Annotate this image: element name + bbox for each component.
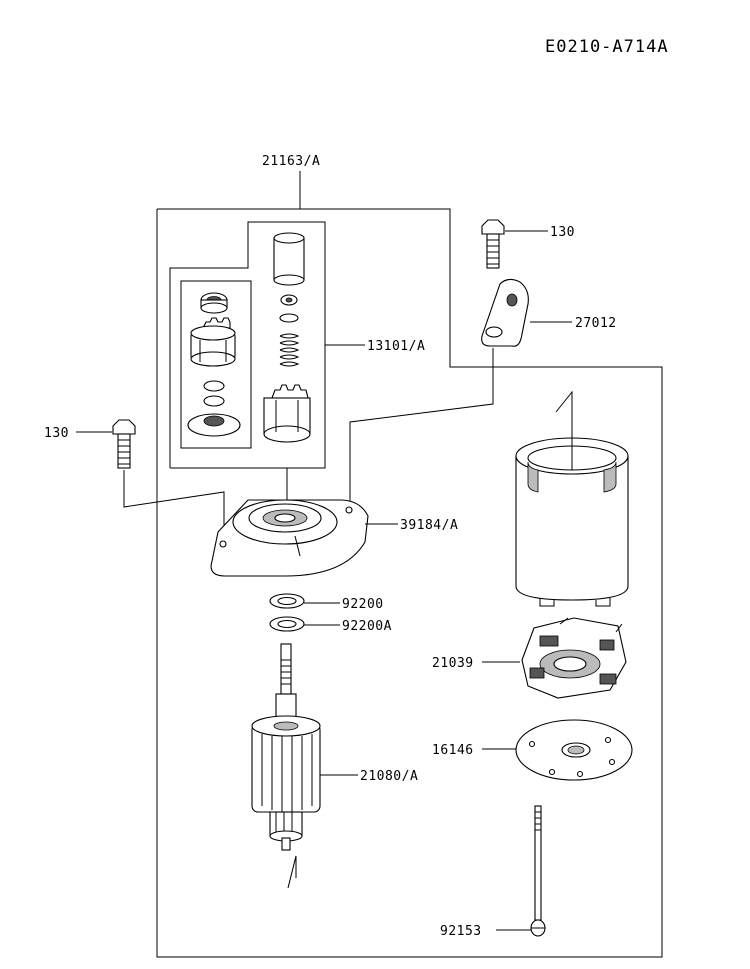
- bracket: [481, 278, 529, 347]
- callout-92153: 92153: [440, 924, 482, 939]
- assembly-frame: [156, 208, 663, 958]
- end-plate: [515, 719, 633, 781]
- callout-16146: 16146: [432, 743, 474, 758]
- armature: [251, 643, 321, 851]
- callout-92200: 92200: [342, 597, 384, 612]
- bolt-top: [481, 219, 505, 269]
- bolt-top-axis: [349, 348, 494, 510]
- bolt-left-axis: [123, 470, 225, 535]
- through-bolt: [530, 805, 546, 937]
- callout-27012: 27012: [575, 316, 617, 331]
- callout-130-left: 130: [44, 426, 69, 441]
- armature-axis-arrow: [287, 855, 297, 889]
- pinion-parts-left: [187, 292, 241, 437]
- callout-21163-a: 21163/A: [262, 154, 320, 169]
- pinion-inner-frame: [180, 280, 252, 449]
- callout-130-top: 130: [550, 225, 575, 240]
- document-id: E0210-A714A: [545, 37, 669, 57]
- brush-holder: [521, 617, 627, 699]
- bolt-left: [112, 419, 136, 469]
- washer-92200: [269, 593, 305, 609]
- yoke-axis: [555, 390, 573, 470]
- pinion-kit-frame: [169, 221, 326, 469]
- pinion-parts-right: [263, 232, 311, 443]
- end-cover: [210, 499, 369, 577]
- callout-21039: 21039: [432, 656, 474, 671]
- washer-92200a: [269, 616, 305, 632]
- callout-39184-a: 39184/A: [400, 518, 458, 533]
- callout-13101-a: 13101/A: [367, 339, 425, 354]
- callout-21080-a: 21080/A: [360, 769, 418, 784]
- callout-92200a: 92200A: [342, 619, 392, 634]
